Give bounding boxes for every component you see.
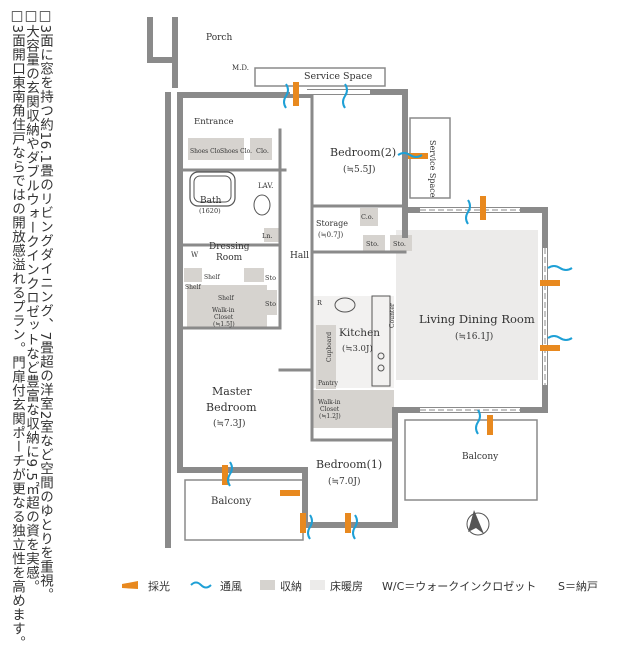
wind-legend-icon [190, 581, 212, 589]
legend: 採光 通風 収納 床暖房 W/C＝ウォークインクロゼット S＝納戸 [110, 578, 630, 594]
light-arrows [222, 82, 560, 533]
label-balcony-left: Balcony [211, 496, 252, 507]
note-1: □3面開口東南角住戸ならではの開放感溢れるプラン。門扉付玄関ポーチが更なる独立性… [9, 8, 25, 650]
storage-areas [184, 138, 412, 428]
label-wc: W [191, 251, 199, 259]
floor-heating-swatch [310, 580, 325, 590]
label-bath: Bath [200, 196, 222, 206]
balcony-right-outline [404, 419, 538, 501]
label-co: C.o. [361, 213, 374, 221]
service-space-top-outline [254, 67, 386, 87]
note-2: □大容量の玄関収納やダブルウォークインクロゼットなど豊富な収納に9.5㎡超の資を… [23, 8, 39, 594]
label-r: R [317, 299, 323, 307]
label-dressing-2: Room [216, 253, 243, 263]
label-bedroom1-area: (≒7.0J) [328, 476, 360, 487]
legend-floor-heating: 床暖房 [330, 580, 363, 593]
label-balcony-right: Balcony [462, 452, 499, 462]
label-wic-2b: Closet [320, 406, 340, 413]
legend-wind: 通風 [220, 580, 242, 593]
label-dressing: Dressing [209, 242, 250, 252]
label-entrance: Entrance [194, 117, 234, 127]
label-clo: Clo. [256, 147, 269, 155]
label-wic-1b: Closet [214, 314, 234, 321]
label-shoes-2: Shoes Clo. [220, 148, 252, 155]
label-master-area: (≒7.3J) [213, 418, 245, 429]
label-shelf-3: Shelf [218, 295, 234, 302]
label-hall: Hall [290, 251, 309, 261]
label-bedroom1: Bedroom(1) [316, 458, 382, 471]
ldr-floor-heating [396, 230, 538, 380]
label-shoes-1: Shoes Clo. [190, 148, 222, 155]
compass-icon [466, 510, 490, 536]
balcony-left-outline [184, 479, 304, 541]
label-ldr-area: (≒16.1J) [455, 331, 493, 342]
label-sto-3: Sto [265, 274, 276, 282]
wind-arrows [227, 83, 573, 540]
label-bedroom2: Bedroom(2) [330, 146, 396, 159]
bathtub [189, 171, 236, 207]
floor-plan: Porch M.D. Service Space Entrance Shoes … [147, 17, 573, 548]
label-ldr: Living Dining Room [419, 312, 535, 326]
label-sto-4: Sto [265, 300, 276, 308]
label-bedroom2-area: (≒5.5J) [343, 164, 375, 175]
label-ln: Ln. [262, 232, 273, 240]
label-kitchen: Kitchen [339, 327, 380, 339]
label-porch: Porch [206, 33, 232, 43]
label-kitchen-area: (≒3.0J) [342, 343, 373, 354]
label-shelf-1: Shelf [204, 274, 220, 281]
label-md: M.D. [232, 64, 249, 72]
label-master-2: Bedroom [206, 401, 257, 414]
note-3: □3面に窓を持つ約16.1畳のリビングダイニング、7畳超の洋室2室など空間のゆと… [37, 8, 53, 602]
legend-storage: 収納 [280, 580, 302, 593]
label-service-space-v: Service Space [428, 140, 437, 198]
label-storage: Storage [316, 219, 348, 228]
legend-wic-note: W/C＝ウォークインクロゼット [382, 580, 537, 593]
label-sto-1: Sto. [366, 240, 379, 248]
legend-light: 採光 [148, 580, 170, 593]
toilet [253, 194, 271, 216]
storage-swatch [260, 580, 275, 590]
legend-s-note: S＝納戸 [558, 580, 598, 593]
kitchen-sink [334, 297, 356, 313]
label-wic-1c: (≒1.5J) [213, 321, 235, 328]
label-shelf-2: Shelf [185, 284, 201, 291]
kitchen-counter [371, 295, 391, 387]
label-service-space: Service Space [304, 71, 373, 82]
label-bath-size: (1620) [199, 207, 221, 215]
label-pantry: Pantry [318, 380, 338, 387]
label-wic-1: Walk-in [212, 307, 235, 314]
label-lav: LAV. [258, 182, 273, 190]
label-storage-area: (≒0.7J) [318, 231, 344, 239]
label-wic-2: Walk-in [318, 399, 341, 406]
light-legend-icon [122, 581, 138, 589]
label-cupboard: Cupboard [326, 332, 333, 362]
label-sto-2: Sto. [393, 240, 406, 248]
label-wic-2c: (≒1.2J) [319, 413, 341, 420]
label-master-1: Master [212, 385, 252, 398]
label-counter: Counter [389, 303, 396, 328]
